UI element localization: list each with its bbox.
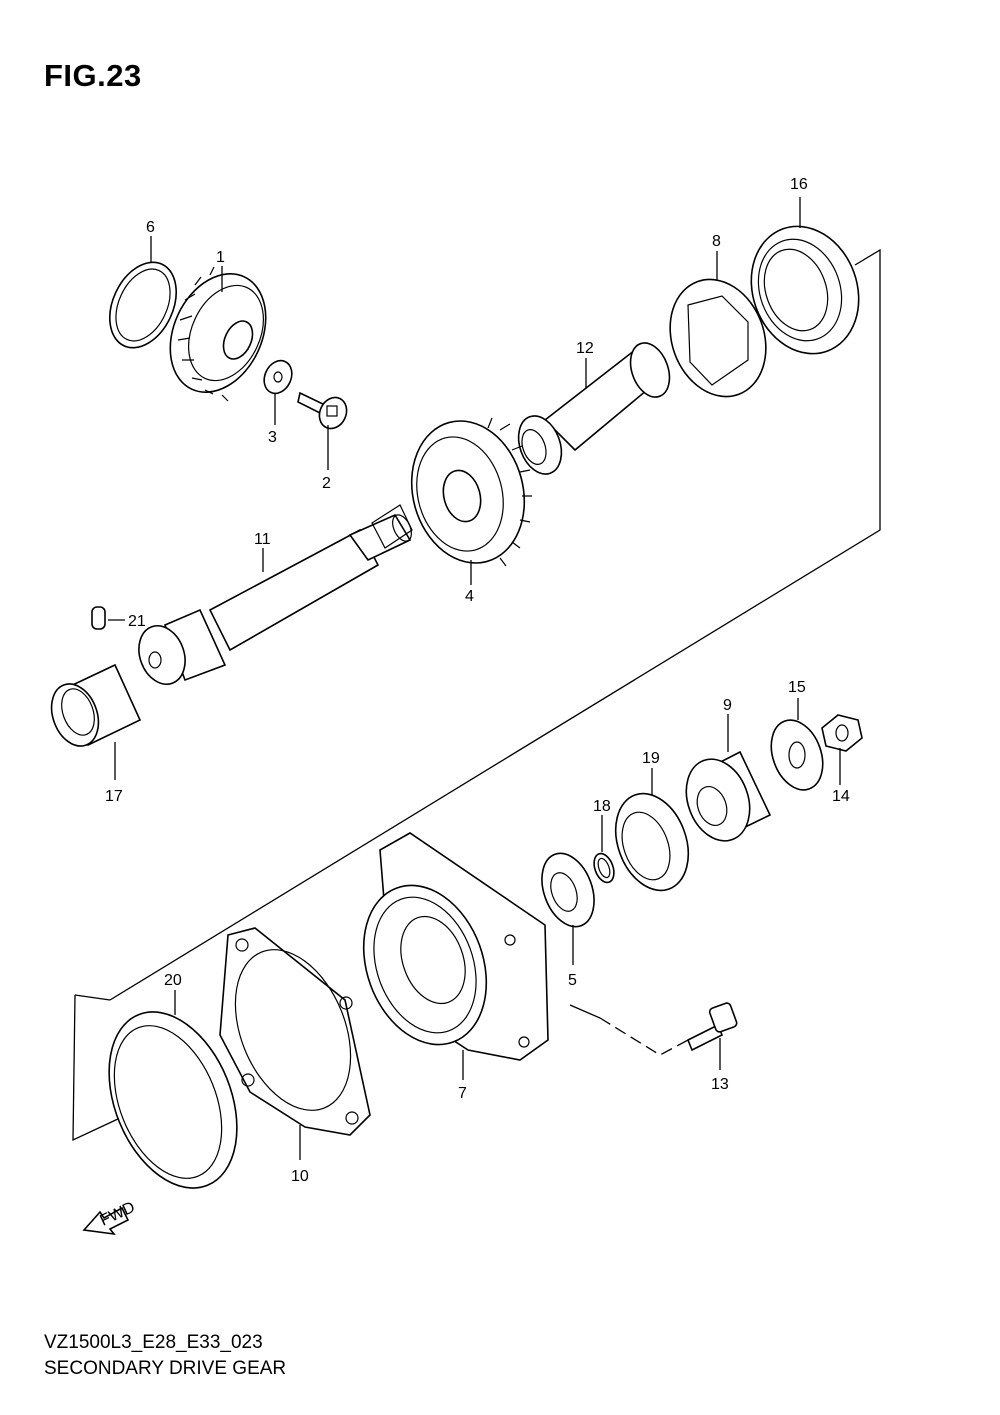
- callout-12: 12: [576, 340, 594, 357]
- callout-7: 7: [458, 1085, 467, 1102]
- callout-16: 16: [790, 176, 808, 193]
- callout-17: 17: [105, 788, 123, 805]
- callout-5: 5: [568, 972, 577, 989]
- part-12-spacer-shaft: [517, 342, 671, 475]
- callout-labels: 1 2 3 4 5 6 7 8 9 10 11 12 13 14 15 16 1…: [105, 176, 850, 1185]
- callout-11: 11: [254, 531, 271, 548]
- callout-13: 13: [711, 1076, 729, 1093]
- part-5-spacer: [541, 852, 595, 928]
- part-18-o-ring: [593, 852, 615, 884]
- part-20-seal-ring: [108, 1011, 238, 1189]
- figure-title: FIG.23: [44, 58, 142, 93]
- bolt-leader-dash: [569, 1004, 601, 1019]
- part-3-washer: [263, 359, 293, 395]
- callout-21: 21: [128, 613, 146, 630]
- callout-10: 10: [291, 1168, 309, 1185]
- part-11-drive-shaft: [138, 504, 413, 685]
- part-15-washer: [770, 719, 824, 791]
- part-6-snap-ring: [109, 261, 177, 349]
- part-17-needle-bearing: [50, 663, 142, 747]
- callout-20: 20: [164, 972, 182, 989]
- part-7-bearing-housing: [362, 832, 549, 1061]
- callout-14: 14: [832, 788, 850, 805]
- callout-8: 8: [712, 233, 721, 250]
- part-2-bolt: [297, 391, 348, 430]
- callout-18: 18: [593, 798, 611, 815]
- part-8-hex-nut: [669, 278, 767, 398]
- callout-1: 1: [216, 249, 225, 266]
- callout-6: 6: [146, 219, 155, 236]
- diagram-caption: SECONDARY DRIVE GEAR: [44, 1358, 287, 1379]
- part-19-oil-seal: [614, 792, 690, 892]
- callout-9: 9: [723, 697, 732, 714]
- part-13-bolt: [686, 1002, 738, 1052]
- part-9-coupling-hub: [685, 750, 772, 842]
- part-16-oil-seal: [750, 225, 860, 355]
- part-14-nut: [821, 714, 863, 752]
- part-4-bevel-gear: [410, 417, 532, 567]
- part-1-bevel-gear: [169, 266, 267, 402]
- part-10-gasket: [219, 927, 371, 1136]
- assembly-frame: [72, 248, 881, 1142]
- diagram-code: VZ1500L3_E28_E33_023: [44, 1332, 263, 1353]
- callout-19: 19: [642, 750, 660, 767]
- part-21-dowel-pin: [91, 606, 106, 630]
- callout-15: 15: [788, 679, 806, 696]
- bolt-leader-dash-2: [599, 1017, 689, 1056]
- fwd-arrow-icon: FWD: [82, 1199, 138, 1236]
- callout-2: 2: [322, 475, 331, 492]
- callout-3: 3: [268, 429, 277, 446]
- leader-lines: [108, 197, 841, 1160]
- callout-4: 4: [465, 588, 474, 605]
